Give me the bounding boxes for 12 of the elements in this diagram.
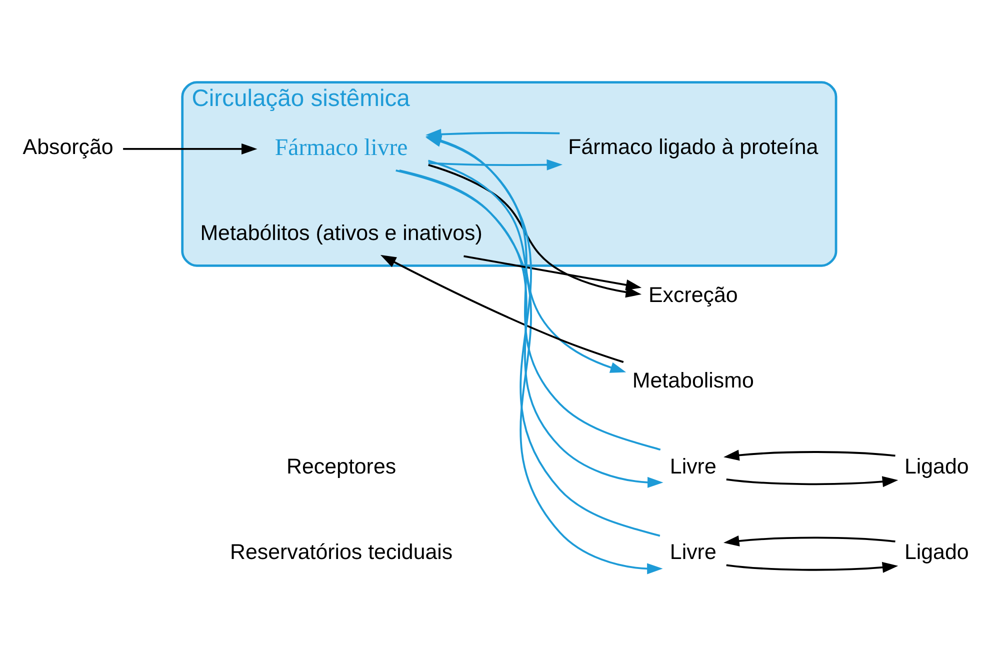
node-text: Absorção (22, 134, 114, 159)
node-text: Excreção (648, 282, 738, 306)
node-text: Ligado (904, 454, 969, 478)
label: Reservatórios teciduais (230, 540, 453, 564)
node-text: Metabolismo (632, 368, 754, 392)
node-text: Livre (670, 540, 716, 564)
node-text: Livre (670, 454, 716, 478)
node-text: Fármaco ligado à proteína (568, 134, 818, 159)
label: Receptores (286, 454, 396, 478)
node-text: Ligado (904, 540, 969, 564)
node-text: Metabólitos (ativos e inativos) (200, 220, 482, 244)
node-text: Fármaco livre (274, 134, 408, 160)
